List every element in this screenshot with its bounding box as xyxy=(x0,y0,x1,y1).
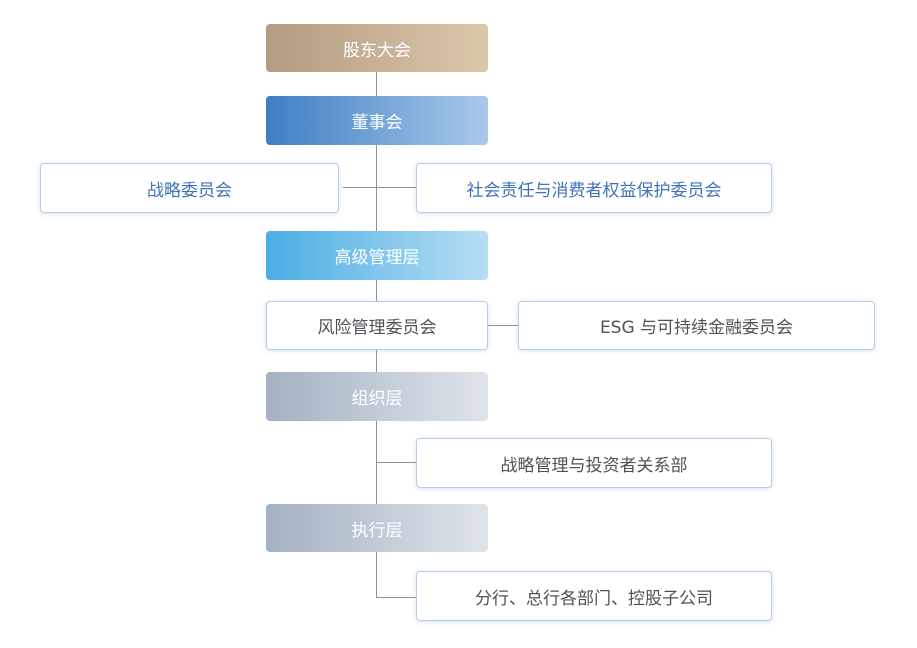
execution-layer-label: 执行层 xyxy=(351,520,403,541)
shareholders-meeting-label: 股东大会 xyxy=(343,40,411,61)
esg-committee-box: ESG 与可持续金融委员会 xyxy=(518,301,875,350)
risk-management-committee-box: 风险管理委员会 xyxy=(266,301,488,350)
connector-branches xyxy=(377,597,416,598)
strategy-ir-department-label: 战略管理与投资者关系部 xyxy=(500,455,688,476)
strategy-committee-label: 战略委员会 xyxy=(147,180,232,201)
organization-layer-box: 组织层 xyxy=(266,372,488,421)
senior-management-label: 高级管理层 xyxy=(334,248,420,268)
senior-management-box: 高级管理层 xyxy=(266,231,488,280)
connector-strategy-committee xyxy=(343,187,377,188)
branches-departments-subsidiaries-label: 分行、总行各部门、控股子公司 xyxy=(475,588,713,609)
connector-esg-committee xyxy=(488,325,518,326)
organization-layer-label: 组织层 xyxy=(351,389,403,409)
esg-committee-label: ESG 与可持续金融委员会 xyxy=(599,318,794,338)
risk-management-committee-label: 风险管理委员会 xyxy=(317,318,437,338)
board-of-directors-box: 董事会 xyxy=(266,96,488,145)
social-responsibility-committee-box: 社会责任与消费者权益保护委员会 xyxy=(416,163,772,213)
execution-layer-box: 执行层 xyxy=(266,504,488,552)
connector-social-committee xyxy=(377,187,417,188)
strategy-ir-department-box: 战略管理与投资者关系部 xyxy=(416,438,772,488)
shareholders-meeting-box: 股东大会 xyxy=(266,24,488,72)
connector-strategy-ir-dept xyxy=(377,462,416,463)
strategy-committee-box: 战略委员会 xyxy=(40,163,339,213)
board-of-directors-label: 董事会 xyxy=(351,113,403,133)
branches-departments-subsidiaries-box: 分行、总行各部门、控股子公司 xyxy=(416,571,772,621)
social-responsibility-committee-label: 社会责任与消费者权益保护委员会 xyxy=(466,180,722,201)
